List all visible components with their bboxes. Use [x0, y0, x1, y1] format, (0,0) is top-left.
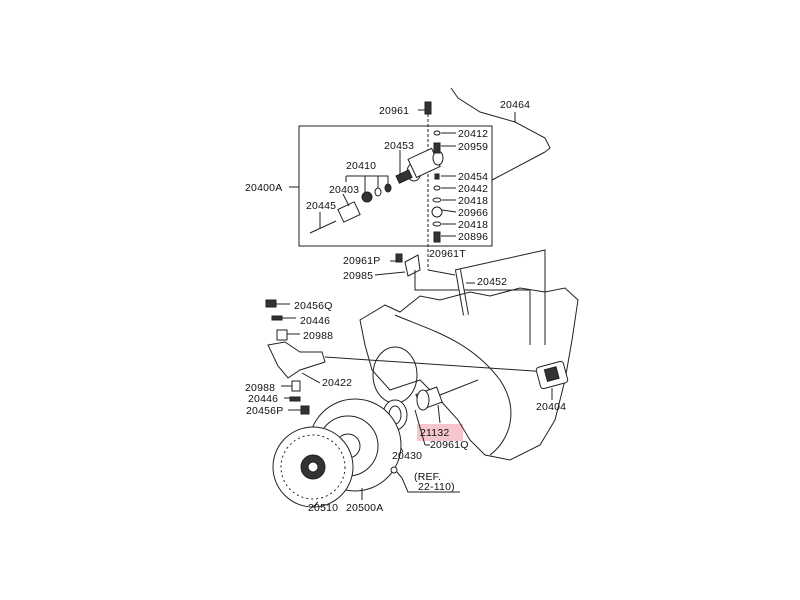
- part-label-20410: 20410: [346, 160, 376, 172]
- part-label-20456P: 20456P: [246, 405, 283, 417]
- part-label-20404: 20404: [536, 401, 566, 413]
- part-label-20896: 20896: [458, 231, 488, 243]
- part-label-20453: 20453: [384, 140, 414, 152]
- part-label-20422: 20422: [322, 377, 352, 389]
- part-label-20412: 20412: [458, 128, 488, 140]
- part-label-20966: 20966: [458, 207, 488, 219]
- part-label-20961T: 20961T: [429, 248, 466, 260]
- part-label-20452: 20452: [477, 276, 507, 288]
- part-label-20510: 20510: [308, 502, 338, 514]
- part-label-20988: 20988: [303, 330, 333, 342]
- part-label-20446: 20446: [300, 315, 330, 327]
- part-label-20445: 20445: [306, 200, 336, 212]
- part-label-20464: 20464: [500, 99, 530, 111]
- part-label-20454: 20454: [458, 171, 488, 183]
- part-label-20988: 20988: [245, 382, 275, 394]
- cylinder-assembly-box: [298, 125, 493, 247]
- part-label-20442: 20442: [458, 183, 488, 195]
- reference-line1: (REF.: [414, 471, 441, 483]
- part-label-20446: 20446: [248, 393, 278, 405]
- part-label-21132: 21132: [420, 427, 449, 439]
- part-label-20403: 20403: [329, 184, 359, 196]
- part-label-20456Q: 20456Q: [294, 300, 333, 312]
- part-label-20418: 20418: [458, 195, 488, 207]
- part-label-20961P: 20961P: [343, 255, 380, 267]
- highlight-box: [417, 424, 463, 441]
- part-label-20959: 20959: [458, 141, 488, 153]
- part-label-20430: 20430: [392, 450, 422, 462]
- part-label-20985: 20985: [343, 270, 373, 282]
- part-label-20961Q: 20961Q: [430, 439, 469, 451]
- part-label-20961: 20961: [379, 105, 409, 117]
- reference-line2: 22-110): [418, 481, 455, 493]
- part-label-20400A: 20400A: [245, 182, 282, 194]
- part-label-20418: 20418: [458, 219, 488, 231]
- part-label-20500A: 20500A: [346, 502, 383, 514]
- small-parts-stack: [431, 130, 443, 243]
